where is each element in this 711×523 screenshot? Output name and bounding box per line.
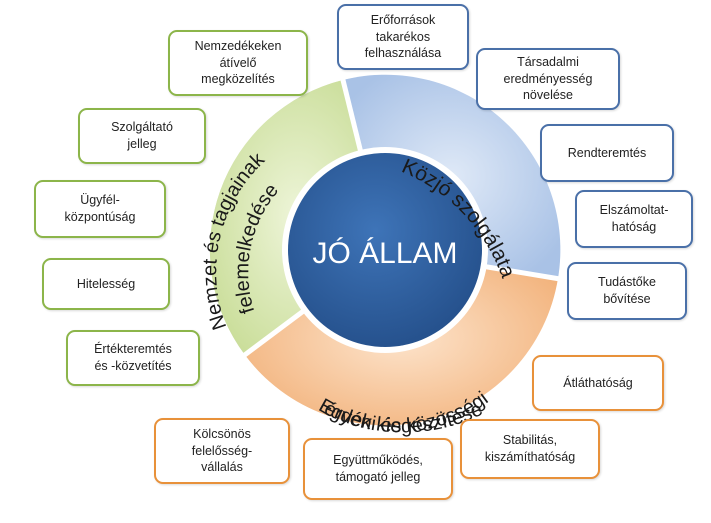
value-box-cooperation: Együttműködés, támogató jelleg xyxy=(303,438,453,500)
value-box-stability: Stabilitás, kiszámíthatóság xyxy=(460,419,600,479)
value-box-service-oriented: Szolgáltató jelleg xyxy=(78,108,206,164)
center-circle xyxy=(288,153,482,347)
value-box-credibility: Hitelesség xyxy=(42,258,170,310)
center-label: JÓ ÁLLAM xyxy=(312,237,457,270)
value-box-value-creation: Értékteremtés és -közvetítés xyxy=(66,330,200,386)
value-box-resource-efficiency: Erőforrások takarékos felhasználása xyxy=(337,4,469,70)
value-box-order-creation: Rendteremtés xyxy=(540,124,674,182)
value-box-mutual-responsibility: Kölcsönös felelősség- vállalás xyxy=(154,418,290,484)
value-box-accountability: Elszámoltat- hatóság xyxy=(575,190,693,248)
value-box-social-effectiveness: Társadalmi eredményesség növelése xyxy=(476,48,620,110)
value-box-transparency: Átláthatóság xyxy=(532,355,664,411)
value-box-intergenerational: Nemzedékeken átívelő megközelítés xyxy=(168,30,308,96)
value-box-client-centered: Ügyfél- központúság xyxy=(34,180,166,238)
value-box-knowledge-capital: Tudástőke bővítése xyxy=(567,262,687,320)
